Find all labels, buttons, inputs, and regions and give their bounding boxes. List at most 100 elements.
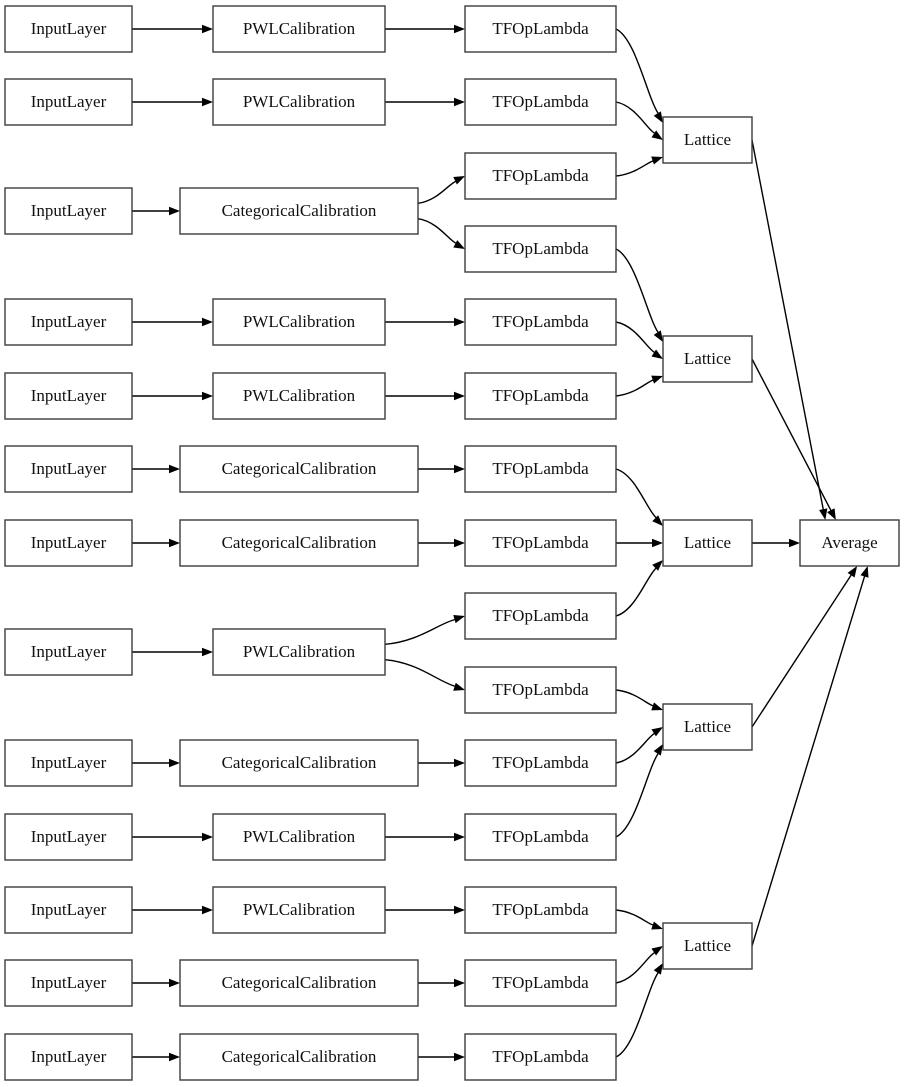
node-box <box>464 739 617 787</box>
node-label: InputLayer <box>31 201 107 220</box>
arrowhead-icon <box>454 538 465 548</box>
node-input-layer-in6[interactable]: InputLayer <box>4 445 133 493</box>
node-label: TFOpLambda <box>492 533 589 552</box>
node-label: PWLCalibration <box>243 386 356 405</box>
node-input-layer-in2[interactable]: InputLayer <box>4 78 133 126</box>
node-label: InputLayer <box>31 973 107 992</box>
edge-lam3-to-lat1 <box>615 160 654 177</box>
node-pwlcalibration-cal2[interactable]: PWLCalibration <box>212 78 386 126</box>
edge-lam15-to-lat5 <box>615 972 659 1058</box>
edge-lam2-to-lat1 <box>615 101 656 135</box>
node-average-avg[interactable]: Average <box>799 519 900 567</box>
node-pwlcalibration-cal1[interactable]: PWLCalibration <box>212 5 386 53</box>
node-input-layer-in4[interactable]: InputLayer <box>4 298 133 346</box>
node-input-layer-in7[interactable]: InputLayer <box>4 519 133 567</box>
node-label: CategoricalCalibration <box>222 753 377 772</box>
node-box <box>212 372 386 420</box>
node-categorical-calibration-cal12[interactable]: CategoricalCalibration <box>179 959 419 1007</box>
node-lattice-lat3[interactable]: Lattice <box>662 519 753 567</box>
edge-cal3-to-lam3 <box>417 180 457 205</box>
node-box <box>464 1033 617 1081</box>
node-label: InputLayer <box>31 92 107 111</box>
arrowhead-icon <box>454 464 465 474</box>
arrowhead-icon <box>651 702 663 711</box>
node-tfop-lambda-lam7[interactable]: TFOpLambda <box>464 445 617 493</box>
node-tfop-lambda-lam15[interactable]: TFOpLambda <box>464 1033 617 1081</box>
node-box <box>464 298 617 346</box>
node-input-layer-in9[interactable]: InputLayer <box>4 739 133 787</box>
node-categorical-calibration-cal3[interactable]: CategoricalCalibration <box>179 187 419 235</box>
node-lattice-lat1[interactable]: Lattice <box>662 116 753 164</box>
node-box <box>4 813 133 861</box>
arrowhead-icon <box>169 538 180 548</box>
node-pwlcalibration-cal8[interactable]: PWLCalibration <box>212 628 386 676</box>
node-box <box>179 445 419 493</box>
arrowhead-icon <box>169 464 180 474</box>
node-tfop-lambda-lam5[interactable]: TFOpLambda <box>464 298 617 346</box>
node-tfop-lambda-lam8[interactable]: TFOpLambda <box>464 519 617 567</box>
node-lattice-lat4[interactable]: Lattice <box>662 703 753 751</box>
edge-lam9-to-lat3 <box>615 567 657 617</box>
node-tfop-lambda-lam1[interactable]: TFOpLambda <box>464 5 617 53</box>
node-tfop-lambda-lam4[interactable]: TFOpLambda <box>464 225 617 273</box>
node-input-layer-in5[interactable]: InputLayer <box>4 372 133 420</box>
node-tfop-lambda-lam14[interactable]: TFOpLambda <box>464 959 617 1007</box>
node-categorical-calibration-cal7[interactable]: CategoricalCalibration <box>179 519 419 567</box>
node-categorical-calibration-cal9[interactable]: CategoricalCalibration <box>179 739 419 787</box>
node-tfop-lambda-lam12[interactable]: TFOpLambda <box>464 813 617 861</box>
node-input-layer-in11[interactable]: InputLayer <box>4 886 133 934</box>
node-input-layer-in12[interactable]: InputLayer <box>4 959 133 1007</box>
node-label: CategoricalCalibration <box>222 533 377 552</box>
arrowhead-icon <box>652 515 663 526</box>
node-pwlcalibration-cal5[interactable]: PWLCalibration <box>212 372 386 420</box>
edge-lam11-to-lat4 <box>615 732 656 764</box>
node-box <box>212 628 386 676</box>
node-label: PWLCalibration <box>243 642 356 661</box>
node-lattice-lat2[interactable]: Lattice <box>662 335 753 383</box>
node-label: Lattice <box>684 533 731 552</box>
arrowhead-icon <box>169 758 180 768</box>
node-box <box>464 959 617 1007</box>
edge-lam1-to-lat1 <box>615 28 659 114</box>
node-pwlcalibration-cal10[interactable]: PWLCalibration <box>212 813 386 861</box>
node-tfop-lambda-lam3[interactable]: TFOpLambda <box>464 152 617 200</box>
node-tfop-lambda-lam6[interactable]: TFOpLambda <box>464 372 617 420</box>
node-box <box>4 886 133 934</box>
node-box <box>464 666 617 714</box>
node-box <box>4 959 133 1007</box>
node-label: PWLCalibration <box>243 312 356 331</box>
node-input-layer-in8[interactable]: InputLayer <box>4 628 133 676</box>
node-tfop-lambda-lam2[interactable]: TFOpLambda <box>464 78 617 126</box>
node-box <box>662 922 753 970</box>
edge-lam6-to-lat2 <box>615 379 654 397</box>
node-label: InputLayer <box>31 827 107 846</box>
arrowhead-icon <box>847 566 858 578</box>
node-box <box>662 335 753 383</box>
node-input-layer-in13[interactable]: InputLayer <box>4 1033 133 1081</box>
node-pwlcalibration-cal4[interactable]: PWLCalibration <box>212 298 386 346</box>
node-categorical-calibration-cal6[interactable]: CategoricalCalibration <box>179 445 419 493</box>
node-input-layer-in3[interactable]: InputLayer <box>4 187 133 235</box>
node-label: TFOpLambda <box>492 827 589 846</box>
node-categorical-calibration-cal13[interactable]: CategoricalCalibration <box>179 1033 419 1081</box>
node-tfop-lambda-lam13[interactable]: TFOpLambda <box>464 886 617 934</box>
node-label: TFOpLambda <box>492 386 589 405</box>
node-box <box>4 519 133 567</box>
arrowhead-icon <box>652 560 663 571</box>
node-input-layer-in10[interactable]: InputLayer <box>4 813 133 861</box>
node-lattice-lat5[interactable]: Lattice <box>662 922 753 970</box>
arrowhead-icon <box>454 24 465 34</box>
node-label: InputLayer <box>31 533 107 552</box>
node-pwlcalibration-cal11[interactable]: PWLCalibration <box>212 886 386 934</box>
node-input-layer-in1[interactable]: InputLayer <box>4 5 133 53</box>
arrowhead-icon <box>453 240 465 249</box>
node-tfop-lambda-lam9[interactable]: TFOpLambda <box>464 592 617 640</box>
node-tfop-lambda-lam10[interactable]: TFOpLambda <box>464 666 617 714</box>
arrowhead-icon <box>202 317 213 327</box>
node-tfop-lambda-lam11[interactable]: TFOpLambda <box>464 739 617 787</box>
arrowhead-icon <box>453 615 465 624</box>
node-label: Lattice <box>684 717 731 736</box>
node-box <box>179 959 419 1007</box>
node-box <box>4 78 133 126</box>
